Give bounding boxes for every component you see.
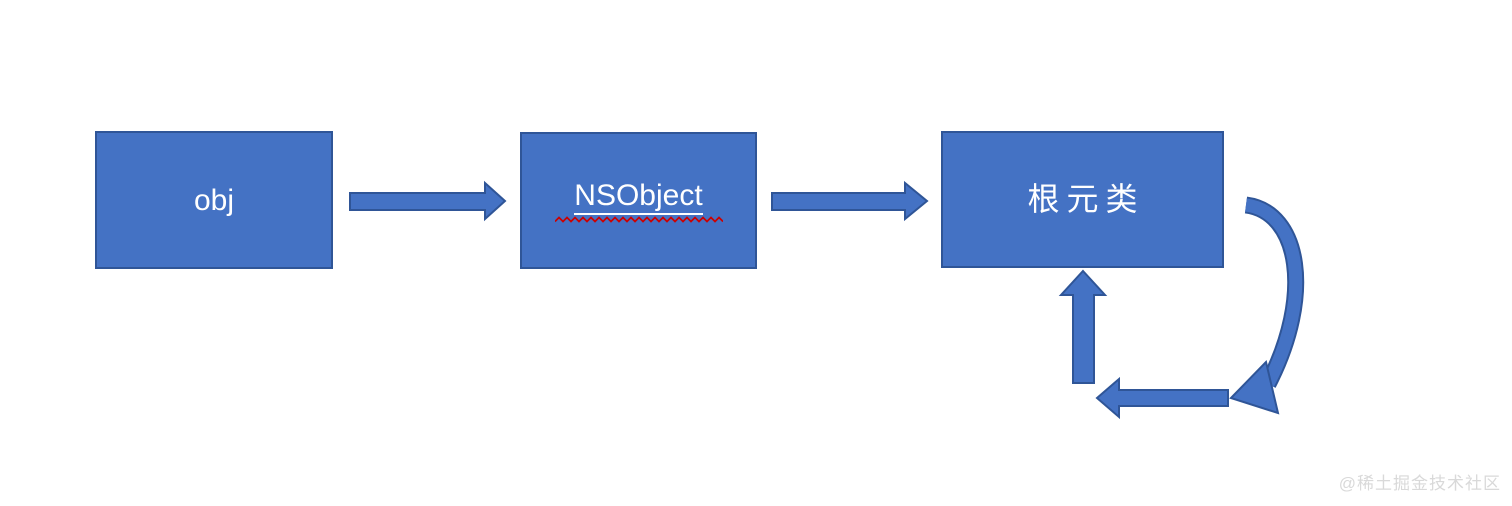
node-nsobject-label: NSObject xyxy=(574,179,703,215)
curved-arrow-head xyxy=(1229,359,1280,415)
arrow-nsobject-to-root-metaclass xyxy=(771,180,929,222)
node-root-metaclass: 根元类 xyxy=(941,131,1224,268)
node-nsobject-label-wrap: NSObject xyxy=(554,179,723,223)
node-obj: obj xyxy=(95,131,333,269)
arrow-left-bottom-of-loop xyxy=(1095,376,1229,420)
spellcheck-squiggle-icon xyxy=(554,215,723,223)
node-obj-label: obj xyxy=(193,183,235,217)
node-nsobject: NSObject xyxy=(520,132,757,269)
watermark: @稀土掘金技术社区 xyxy=(1338,474,1501,493)
arrow-obj-to-nsobject xyxy=(349,180,507,222)
curved-arrow-self-loop xyxy=(1229,196,1305,415)
node-root-metaclass-label: 根元类 xyxy=(1027,180,1145,217)
arrow-up-into-root-metaclass xyxy=(1058,269,1108,384)
